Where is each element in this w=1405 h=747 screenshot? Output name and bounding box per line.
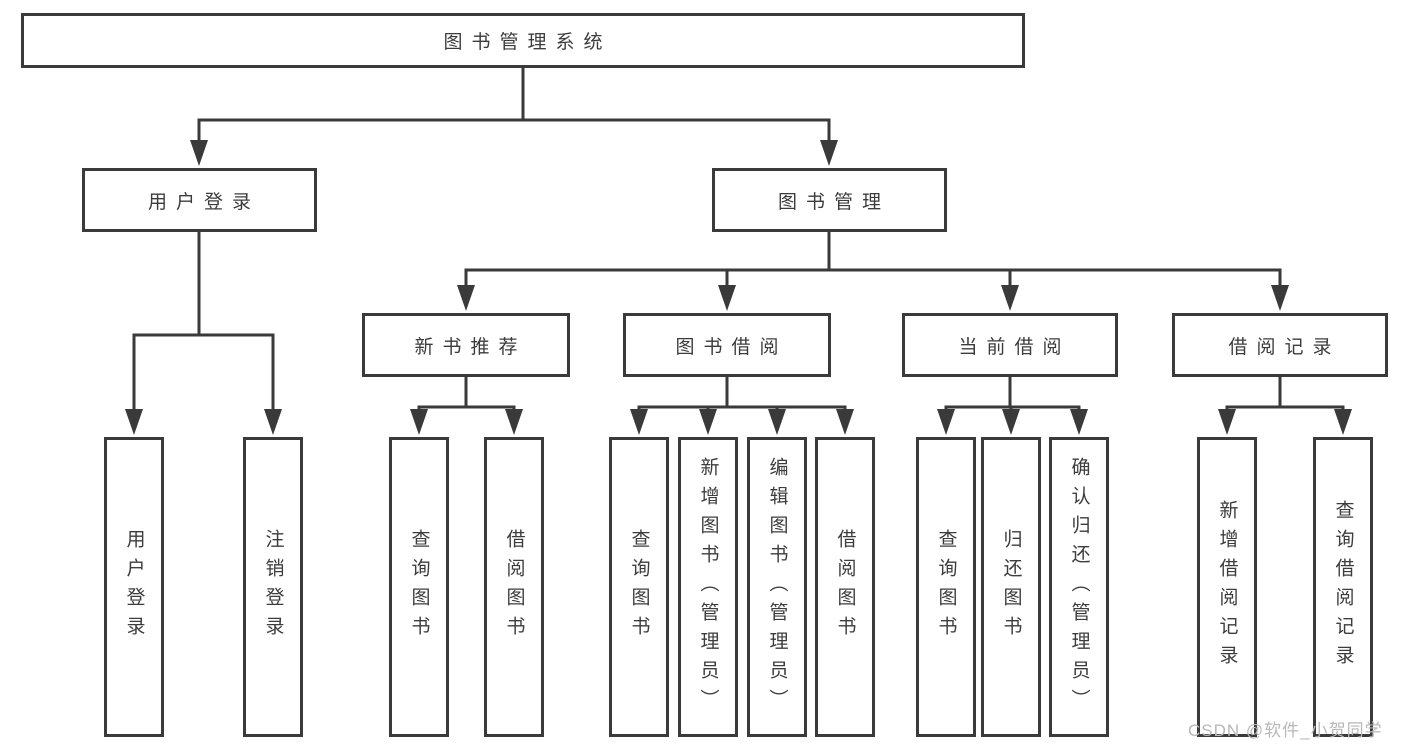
leaf-query-books-borrowing-label: 查询图书 <box>628 529 650 645</box>
leaf-borrow-books-label: 借阅图书 <box>834 529 856 645</box>
leaf-borrow-books-recommend: 借阅图书 <box>484 437 544 737</box>
leaf-add-borrow-record: 新增借阅记录 <box>1197 437 1257 737</box>
leaf-logout-label: 注销登录 <box>262 529 284 645</box>
node-book-management: 图书管理 <box>712 168 947 232</box>
node-borrowing-records: 借阅记录 <box>1172 313 1388 377</box>
leaf-query-books-current-label: 查询图书 <box>935 529 957 645</box>
leaf-query-books-current: 查询图书 <box>916 437 976 737</box>
arrowheads <box>125 140 1352 435</box>
leaf-add-borrow-record-label: 新增借阅记录 <box>1216 500 1238 674</box>
leaf-user-login: 用户登录 <box>104 437 164 737</box>
leaf-query-books-borrowing: 查询图书 <box>609 437 669 737</box>
leaf-borrow-books: 借阅图书 <box>815 437 875 737</box>
leaf-logout: 注销登录 <box>243 437 303 737</box>
leaf-confirm-return-admin: 确认归还（管理员） <box>1049 437 1109 737</box>
node-current-borrowing: 当前借阅 <box>902 313 1118 377</box>
leaf-return-book: 归还图书 <box>981 437 1041 737</box>
node-library-management-system: 图书管理系统 <box>21 13 1025 68</box>
leaf-query-borrow-record-label: 查询借阅记录 <box>1332 500 1354 674</box>
node-user-login: 用户登录 <box>82 168 317 232</box>
leaf-confirm-return-admin-label: 确认归还（管理员） <box>1068 456 1090 718</box>
node-book-borrowing: 图书借阅 <box>623 313 831 377</box>
leaf-edit-book-admin-label: 编辑图书（管理员） <box>766 456 788 718</box>
leaf-return-book-label: 归还图书 <box>1000 529 1022 645</box>
leaf-edit-book-admin: 编辑图书（管理员） <box>747 437 807 737</box>
leaf-add-book-admin: 新增图书（管理员） <box>678 437 738 737</box>
node-new-book-recommendation: 新书推荐 <box>362 313 570 377</box>
leaf-query-borrow-record: 查询借阅记录 <box>1313 437 1373 737</box>
leaf-add-book-admin-label: 新增图书（管理员） <box>697 456 719 718</box>
leaf-query-books-recommend-label: 查询图书 <box>408 529 430 645</box>
leaf-query-books-recommend: 查询图书 <box>389 437 449 737</box>
leaf-user-login-label: 用户登录 <box>123 529 145 645</box>
csdn-watermark: CSDN @软件_小贺同学 <box>1188 721 1383 740</box>
leaf-borrow-books-recommend-label: 借阅图书 <box>503 529 525 645</box>
